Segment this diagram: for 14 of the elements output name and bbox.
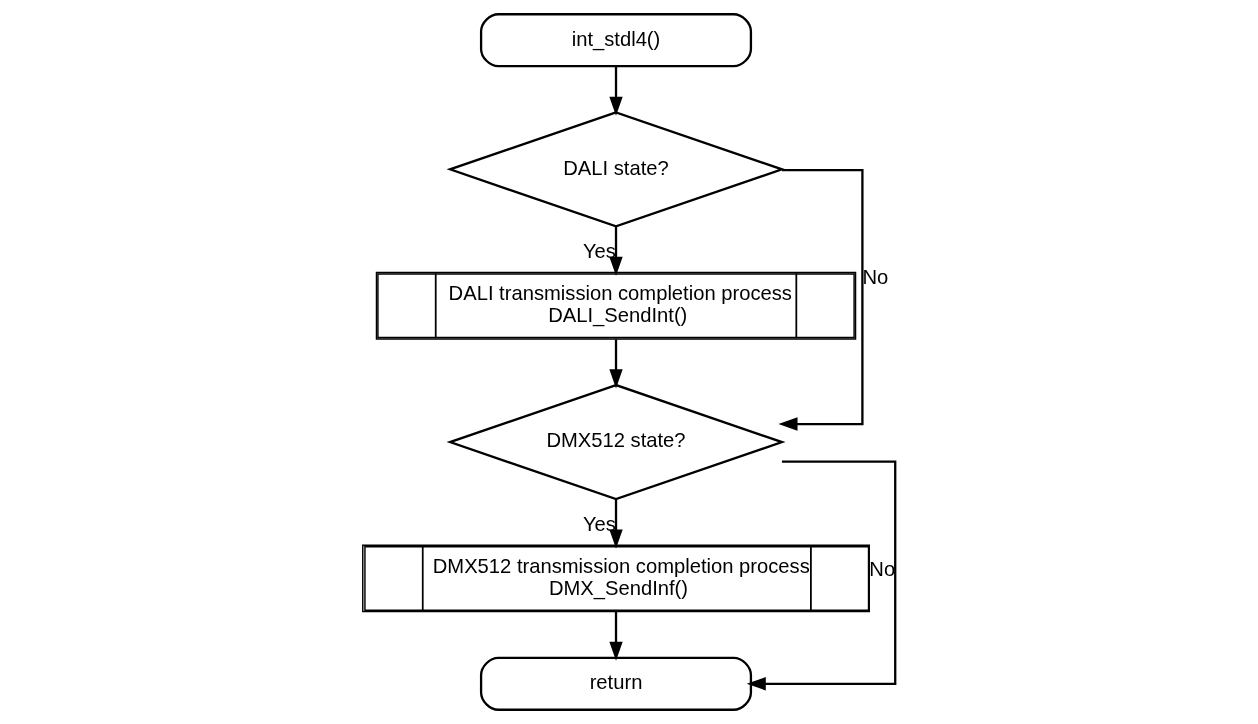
node-diamond: DMX512 state? (446, 383, 786, 501)
arrow (778, 168, 864, 431)
arrow (609, 226, 623, 276)
arrow (746, 460, 897, 691)
node-box: int_stdl4() (479, 13, 753, 68)
arrow (609, 611, 623, 661)
edge-label: No (862, 266, 889, 289)
arrow (609, 66, 623, 116)
edge-label: Yes (582, 240, 616, 263)
edge-label: Yes (582, 513, 616, 535)
node-diamond: DALI state? (446, 111, 786, 228)
arrow (609, 339, 623, 389)
arrow (609, 499, 623, 549)
node-box: return (479, 656, 753, 711)
